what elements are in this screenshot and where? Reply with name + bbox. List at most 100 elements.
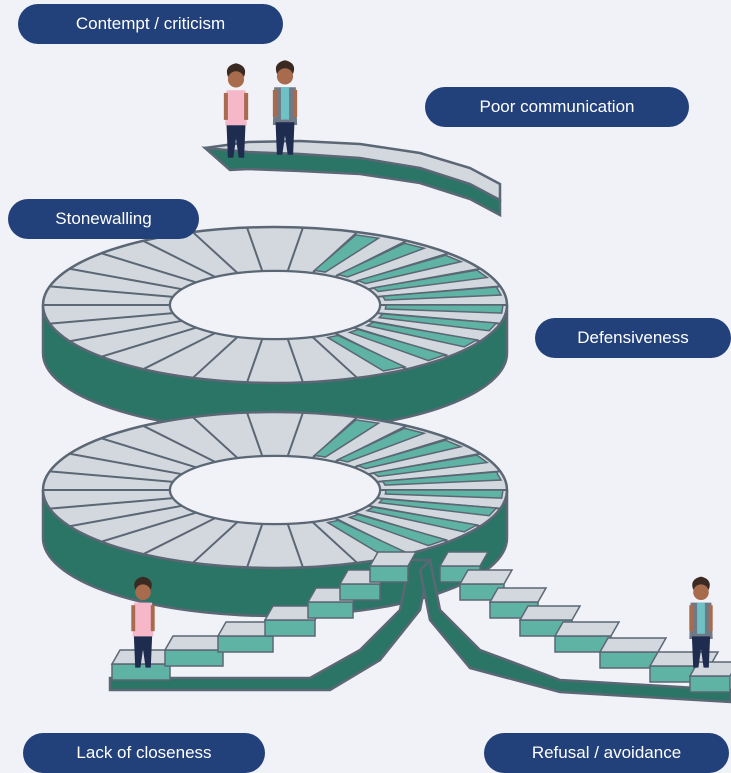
- step-edge: [286, 412, 304, 457]
- step-riser: [312, 419, 381, 458]
- step-edge: [142, 517, 216, 556]
- left-flight: [110, 551, 418, 681]
- step-tread: [488, 587, 548, 603]
- step-riser: [347, 513, 449, 547]
- arm: [708, 605, 713, 632]
- step-riser: [307, 601, 354, 619]
- step-edge: [192, 416, 239, 459]
- step-tread: [518, 605, 582, 621]
- head: [227, 71, 245, 88]
- step-edge: [101, 326, 197, 358]
- step-riser: [381, 471, 503, 486]
- step-riser: [111, 663, 171, 681]
- step-riser: [339, 583, 381, 601]
- step-riser: [689, 675, 731, 693]
- step-edge: [49, 285, 174, 298]
- pants: [133, 636, 153, 668]
- step-riser: [369, 565, 409, 583]
- step-riser: [365, 506, 480, 533]
- step-riser: [164, 649, 224, 667]
- arm: [689, 605, 694, 632]
- label-contempt-criticism: Contempt / criticism: [18, 4, 283, 44]
- shirt: [280, 87, 290, 120]
- step-riser: [371, 269, 490, 293]
- label-defensiveness: Defensiveness: [535, 318, 731, 358]
- step-riser: [377, 313, 498, 332]
- step-edge: [49, 312, 174, 325]
- step-riser: [335, 242, 427, 278]
- step-riser: [381, 286, 503, 301]
- person-gray-jacket: [689, 576, 713, 668]
- step-riser: [355, 254, 464, 285]
- right-flight: [438, 551, 731, 693]
- step-edge: [69, 319, 183, 343]
- step-tread: [438, 551, 490, 567]
- step-riser: [377, 498, 498, 517]
- label-poor-communication: Poor communication: [425, 87, 689, 127]
- step-edge: [142, 332, 216, 371]
- arm: [293, 89, 298, 117]
- pants: [691, 636, 711, 668]
- pants: [226, 125, 246, 158]
- pants: [275, 122, 295, 155]
- arm: [131, 605, 136, 632]
- ring-well: [169, 270, 381, 340]
- label-refusal-avoidance: Refusal / avoidance: [484, 733, 729, 773]
- right-flight-wall: [418, 557, 731, 704]
- step-tread: [368, 551, 418, 567]
- step-edge: [246, 412, 264, 457]
- step-edge: [69, 267, 183, 291]
- step-riser: [312, 234, 381, 273]
- step-edge: [142, 239, 216, 278]
- step-edge: [246, 338, 264, 383]
- step-edge: [49, 470, 174, 483]
- step-edge: [246, 523, 264, 568]
- step-edge: [101, 437, 197, 469]
- step-edge: [142, 424, 216, 463]
- arm: [223, 92, 228, 120]
- step-edge: [49, 497, 174, 510]
- spiral-ring-2: [41, 410, 509, 618]
- people: [131, 60, 713, 668]
- shirt: [225, 90, 247, 126]
- person-pink-top: [223, 63, 249, 158]
- step-riser: [384, 304, 504, 314]
- step-edge: [246, 227, 264, 272]
- arm: [272, 89, 277, 117]
- step-edge: [69, 452, 183, 476]
- step-edge: [101, 511, 197, 543]
- step-riser: [335, 427, 427, 463]
- step-tread: [458, 569, 514, 585]
- step-riser: [217, 635, 274, 653]
- step-riser: [365, 321, 480, 348]
- shirt: [697, 602, 705, 634]
- staircase: [41, 139, 731, 704]
- step-riser: [355, 439, 464, 470]
- step-riser: [325, 334, 407, 372]
- step-edge: [192, 336, 239, 379]
- top-landing: [204, 139, 502, 203]
- head: [693, 584, 709, 600]
- step-edge: [286, 523, 304, 568]
- step-edge: [69, 504, 183, 528]
- step-edge: [286, 227, 304, 272]
- step-tread: [553, 621, 621, 637]
- step-tread: [598, 637, 668, 653]
- step-edge: [286, 338, 304, 383]
- head: [135, 584, 151, 600]
- ring-well: [169, 455, 381, 525]
- step-edge: [192, 521, 239, 564]
- step-edge: [192, 231, 239, 274]
- label-stonewalling: Stonewalling: [8, 199, 199, 239]
- arm: [150, 605, 155, 632]
- step-edge: [311, 336, 358, 379]
- label-lack-of-closeness: Lack of closeness: [23, 733, 265, 773]
- step-riser: [264, 619, 316, 637]
- step-edge: [311, 521, 358, 564]
- shirt: [132, 602, 154, 637]
- step-riser: [384, 489, 504, 499]
- arm: [244, 92, 249, 120]
- head: [276, 68, 294, 85]
- person-pink-top: [131, 576, 155, 668]
